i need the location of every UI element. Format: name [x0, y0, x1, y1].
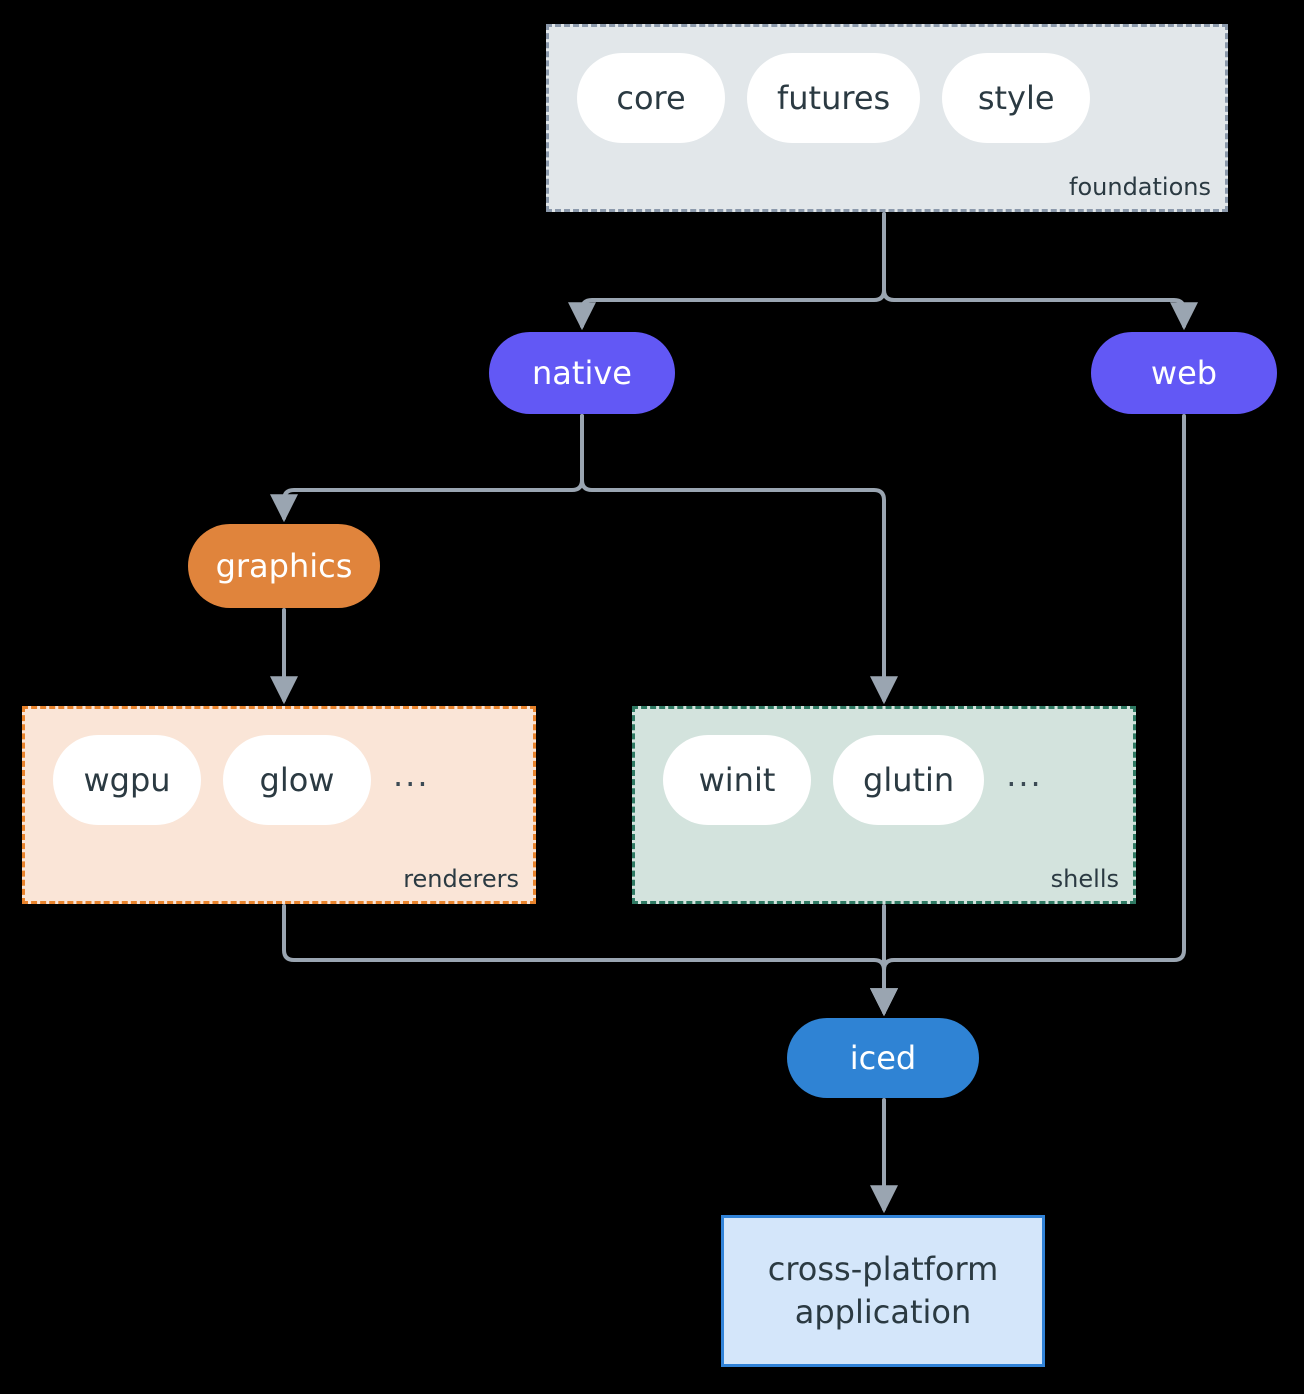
group-foundations-label: foundations	[1069, 173, 1211, 201]
group-foundations-row: core futures style	[549, 53, 1225, 143]
group-shells-row: winit glutin ...	[635, 735, 1133, 825]
group-shells: winit glutin ... shells	[632, 706, 1136, 904]
node-native[interactable]: native	[489, 332, 675, 414]
shells-more-ellipsis: ...	[1006, 756, 1043, 794]
node-core[interactable]: core	[577, 53, 725, 143]
node-graphics[interactable]: graphics	[188, 524, 380, 608]
node-style[interactable]: style	[942, 53, 1091, 143]
node-glow[interactable]: glow	[223, 735, 371, 825]
group-renderers-row: wgpu glow ...	[25, 735, 533, 825]
application-label-line1: cross-platform	[767, 1249, 999, 1288]
group-foundations: core futures style foundations	[546, 24, 1228, 212]
node-wgpu[interactable]: wgpu	[53, 735, 201, 825]
edge-renderers-iced	[282, 904, 898, 1017]
application-label-line2: application	[794, 1293, 972, 1331]
node-web[interactable]: web	[1091, 332, 1277, 414]
renderers-more-ellipsis: ...	[393, 756, 430, 794]
group-renderers-label: renderers	[403, 865, 519, 893]
edge-foundations-web	[882, 212, 1198, 331]
node-cross-platform-application[interactable]: cross-platform application	[721, 1215, 1045, 1367]
group-renderers: wgpu glow ... renderers	[22, 706, 536, 904]
node-iced[interactable]: iced	[787, 1018, 979, 1098]
edge-native-shells	[580, 414, 898, 705]
group-shells-label: shells	[1050, 865, 1119, 893]
edge-foundations-native	[568, 212, 886, 331]
node-futures[interactable]: futures	[747, 53, 921, 143]
edge-native-graphics	[270, 414, 584, 523]
node-glutin[interactable]: glutin	[833, 735, 985, 825]
node-winit[interactable]: winit	[663, 735, 811, 825]
